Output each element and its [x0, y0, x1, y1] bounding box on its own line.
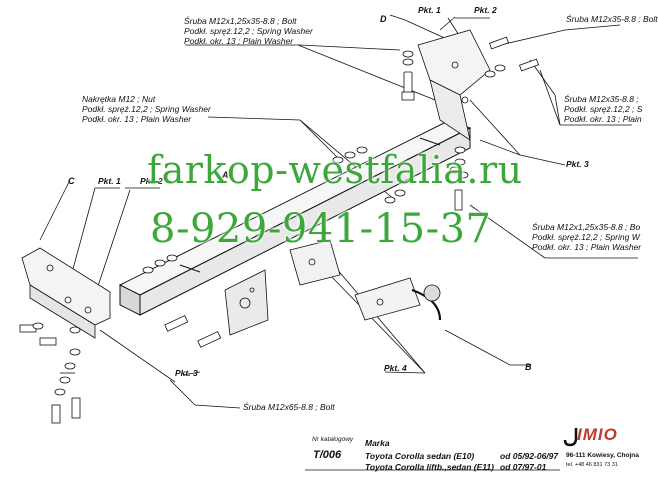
callout-bolt-right-mid: Śruba M12x35-8.8 ; Podkł. spręż.12,2 ; S…: [564, 94, 642, 124]
part-letter-d: D: [380, 14, 387, 24]
bolts: [19, 36, 539, 424]
callout-line: Śruba M12x1,25x35-8.8 ; Bolt: [184, 16, 297, 26]
callout-bolt-right-low: Śruba M12x1,25x35-8.8 ; Bo Podkł. spręż.…: [532, 222, 641, 252]
bracket-d: [417, 29, 491, 141]
callout-nut-left: Nakrętka M12 ; Nut Podkł. spręż.12,2 ; S…: [82, 94, 211, 124]
pkt4-label: Pkt. 4: [384, 363, 407, 373]
centre-bracket: [224, 239, 341, 336]
callout-bolt-top: Śruba M12x1,25x35-8.8 ; Bolt Podkł. sprę…: [184, 16, 313, 46]
manufacturer-logo: IMIO: [577, 425, 618, 444]
callout-line: Podkł. spręż.12,2 ; Spring Washer: [82, 104, 211, 114]
catalog-number: T/006: [313, 449, 342, 461]
pkt3-left-label: Pkt. 3: [175, 368, 198, 378]
part-letter-a: A: [222, 170, 229, 180]
pkt2-top-label: Pkt. 2: [474, 5, 497, 15]
towbar-assembly-diagram: Śruba M12x1,25x35-8.8 ; Bolt Podkł. sprę…: [19, 5, 658, 472]
washers: [32, 50, 506, 396]
catalog-number-label: Nr katalogowy: [312, 436, 354, 443]
callout-line: Podkł. okr. 13 ; Plain Washer: [184, 36, 294, 46]
callout-line: Podkł. spręż.12,2 ; S: [564, 104, 643, 114]
pkt3-right-label: Pkt. 3: [566, 159, 589, 169]
callout-bolt-bottom: Śruba M12x65-8.8 ; Bolt: [243, 402, 335, 412]
callout-line: Podkł. spręż.12,2 ; Spring W: [532, 232, 640, 242]
callout-line: Śruba M12x35-8.8 ;: [564, 94, 639, 104]
model-2-dates: od 07/97-01: [500, 462, 547, 472]
model-1: Toyota Corolla sedan (E10): [365, 451, 475, 461]
callout-line: Podkł. okr. 13 ; Plain: [564, 114, 642, 124]
callout-line: Nakrętka M12 ; Nut: [82, 94, 156, 104]
manufacturer-address: 96-111 Kowiesy, Chojna: [566, 452, 639, 459]
callout-bolt-top-right: Śruba M12x35-8.8 ; Bolt: [566, 14, 658, 24]
part-letter-b: B: [525, 362, 532, 372]
brand-label: Marka: [365, 438, 390, 448]
pkt2-left-label: Pkt. 2: [140, 176, 163, 186]
callout-line: Podkł. spręż.12,2 ; Spring Washer: [184, 26, 313, 36]
diagram-drawing: [19, 14, 638, 471]
part-letter-c: C: [68, 176, 75, 186]
watermark-phone: 8-929-941-15-37: [150, 206, 492, 252]
callout-line: Podkł. okr. 13 ; Plain Washer: [82, 114, 192, 124]
hook-logo-icon: [563, 428, 578, 447]
callout-line: Śruba M12x1,25x35-8.8 ; Bo: [532, 222, 641, 232]
pkt1-top-label: Pkt. 1: [418, 5, 441, 15]
pkt1-left-label: Pkt. 1: [98, 176, 121, 186]
callout-line: Podkł. okr. 13 ; Plain Washer: [532, 242, 642, 252]
manufacturer-phone: tel. +48 46 831 73 31: [566, 462, 618, 468]
watermark-site: farkop-westfalia.ru: [147, 148, 523, 192]
model-1-dates: od 05/92-06/97: [500, 451, 559, 461]
model-2: Toyota Corolla liftb.,sedan (E11): [365, 462, 494, 472]
bracket-c: [21, 247, 111, 339]
crossbar: [118, 119, 472, 316]
tow-ball: [354, 277, 442, 321]
